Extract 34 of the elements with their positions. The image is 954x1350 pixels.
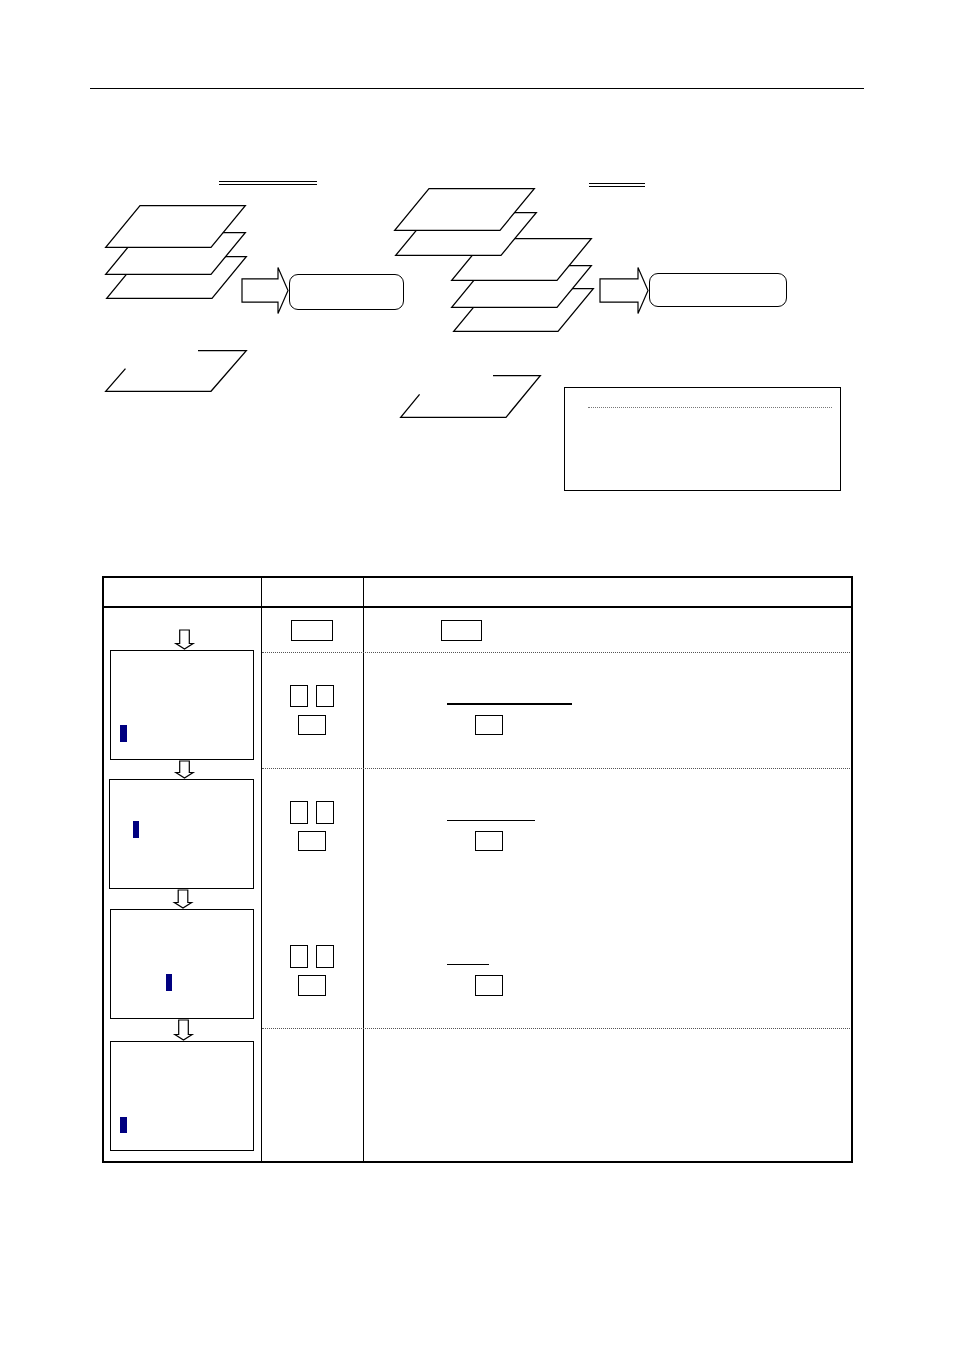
screen-frame xyxy=(110,1041,254,1151)
open-parallelogram xyxy=(105,350,247,392)
screen-frame xyxy=(109,779,254,889)
key-box xyxy=(298,715,326,735)
parallelogram xyxy=(451,238,592,281)
rounded-box xyxy=(649,273,787,307)
rounded-box xyxy=(289,274,404,310)
block-arrow xyxy=(172,889,194,909)
key-box xyxy=(290,685,308,707)
key-box xyxy=(290,801,308,824)
key-box xyxy=(316,685,334,707)
block-arrow xyxy=(173,629,196,650)
note-box xyxy=(564,387,841,491)
key-box xyxy=(298,831,326,851)
key-box xyxy=(290,945,308,968)
parallelogram xyxy=(394,188,535,231)
key-box xyxy=(316,801,334,824)
screen-frame xyxy=(110,650,254,760)
open-parallelogram xyxy=(400,375,541,418)
block-arrow xyxy=(172,1019,195,1041)
key-box xyxy=(291,620,333,641)
key-box xyxy=(475,975,503,996)
key-box xyxy=(298,975,326,996)
parallelogram xyxy=(106,256,247,299)
block-arrow xyxy=(599,266,649,315)
key-box xyxy=(316,945,334,968)
block-arrow xyxy=(173,760,196,779)
block-arrow xyxy=(241,266,289,315)
parallelogram xyxy=(105,205,246,248)
parallelogram xyxy=(453,288,594,332)
screen-frame xyxy=(110,909,254,1019)
key-box xyxy=(475,715,503,735)
key-box xyxy=(441,620,482,641)
key-box xyxy=(475,831,503,851)
